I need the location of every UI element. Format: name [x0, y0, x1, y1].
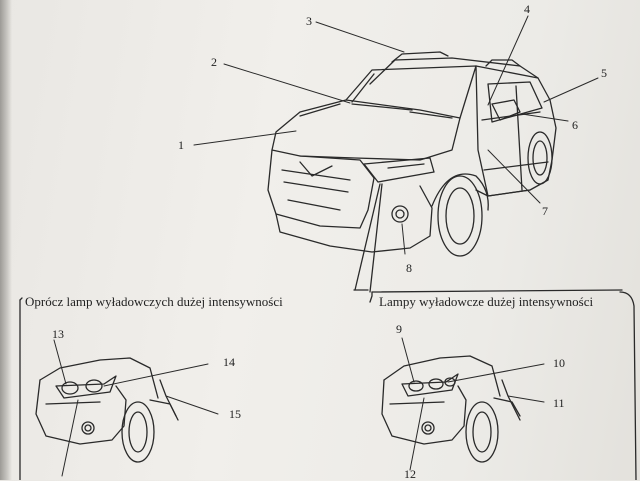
callout-1: 1	[178, 138, 184, 152]
callout-7: 7	[542, 204, 548, 218]
callout-2: 2	[211, 55, 217, 69]
left-inset-car	[35, 357, 179, 463]
left-panel-title: Oprócz lamp wyładowczych dużej intensywn…	[25, 294, 283, 309]
callout-12: 12	[404, 467, 416, 481]
callout-4: 4	[524, 2, 530, 16]
front-bumper	[275, 185, 433, 253]
suv-drawing	[267, 51, 557, 257]
leader-lines	[193, 15, 599, 255]
right-panel-frame	[369, 291, 637, 480]
callout-3: 3	[306, 14, 312, 28]
wiper	[351, 103, 413, 111]
callout-11: 11	[553, 396, 565, 410]
rear-wheel	[527, 131, 553, 185]
callout-6: 6	[572, 118, 578, 132]
callout-15: 15	[229, 407, 241, 421]
front-wheel	[437, 175, 483, 257]
callout-10: 10	[553, 356, 565, 370]
fog-lamp	[391, 205, 409, 223]
callout-13: 13	[52, 327, 64, 341]
callout-9: 9	[396, 322, 402, 336]
headlight	[363, 157, 435, 183]
hood	[271, 99, 461, 161]
door-mirror	[491, 99, 521, 121]
callout-14: 14	[223, 355, 235, 369]
callout-8: 8	[406, 261, 412, 275]
binding-shadow	[0, 0, 12, 480]
callout-5: 5	[601, 66, 607, 80]
grille	[267, 149, 375, 229]
windshield	[345, 65, 477, 119]
roof-rail	[391, 51, 449, 63]
right-panel-title: Lampy wyładowcze dużej intensywności	[379, 294, 594, 309]
panel-connector	[354, 183, 381, 291]
right-inset-car	[381, 355, 521, 463]
